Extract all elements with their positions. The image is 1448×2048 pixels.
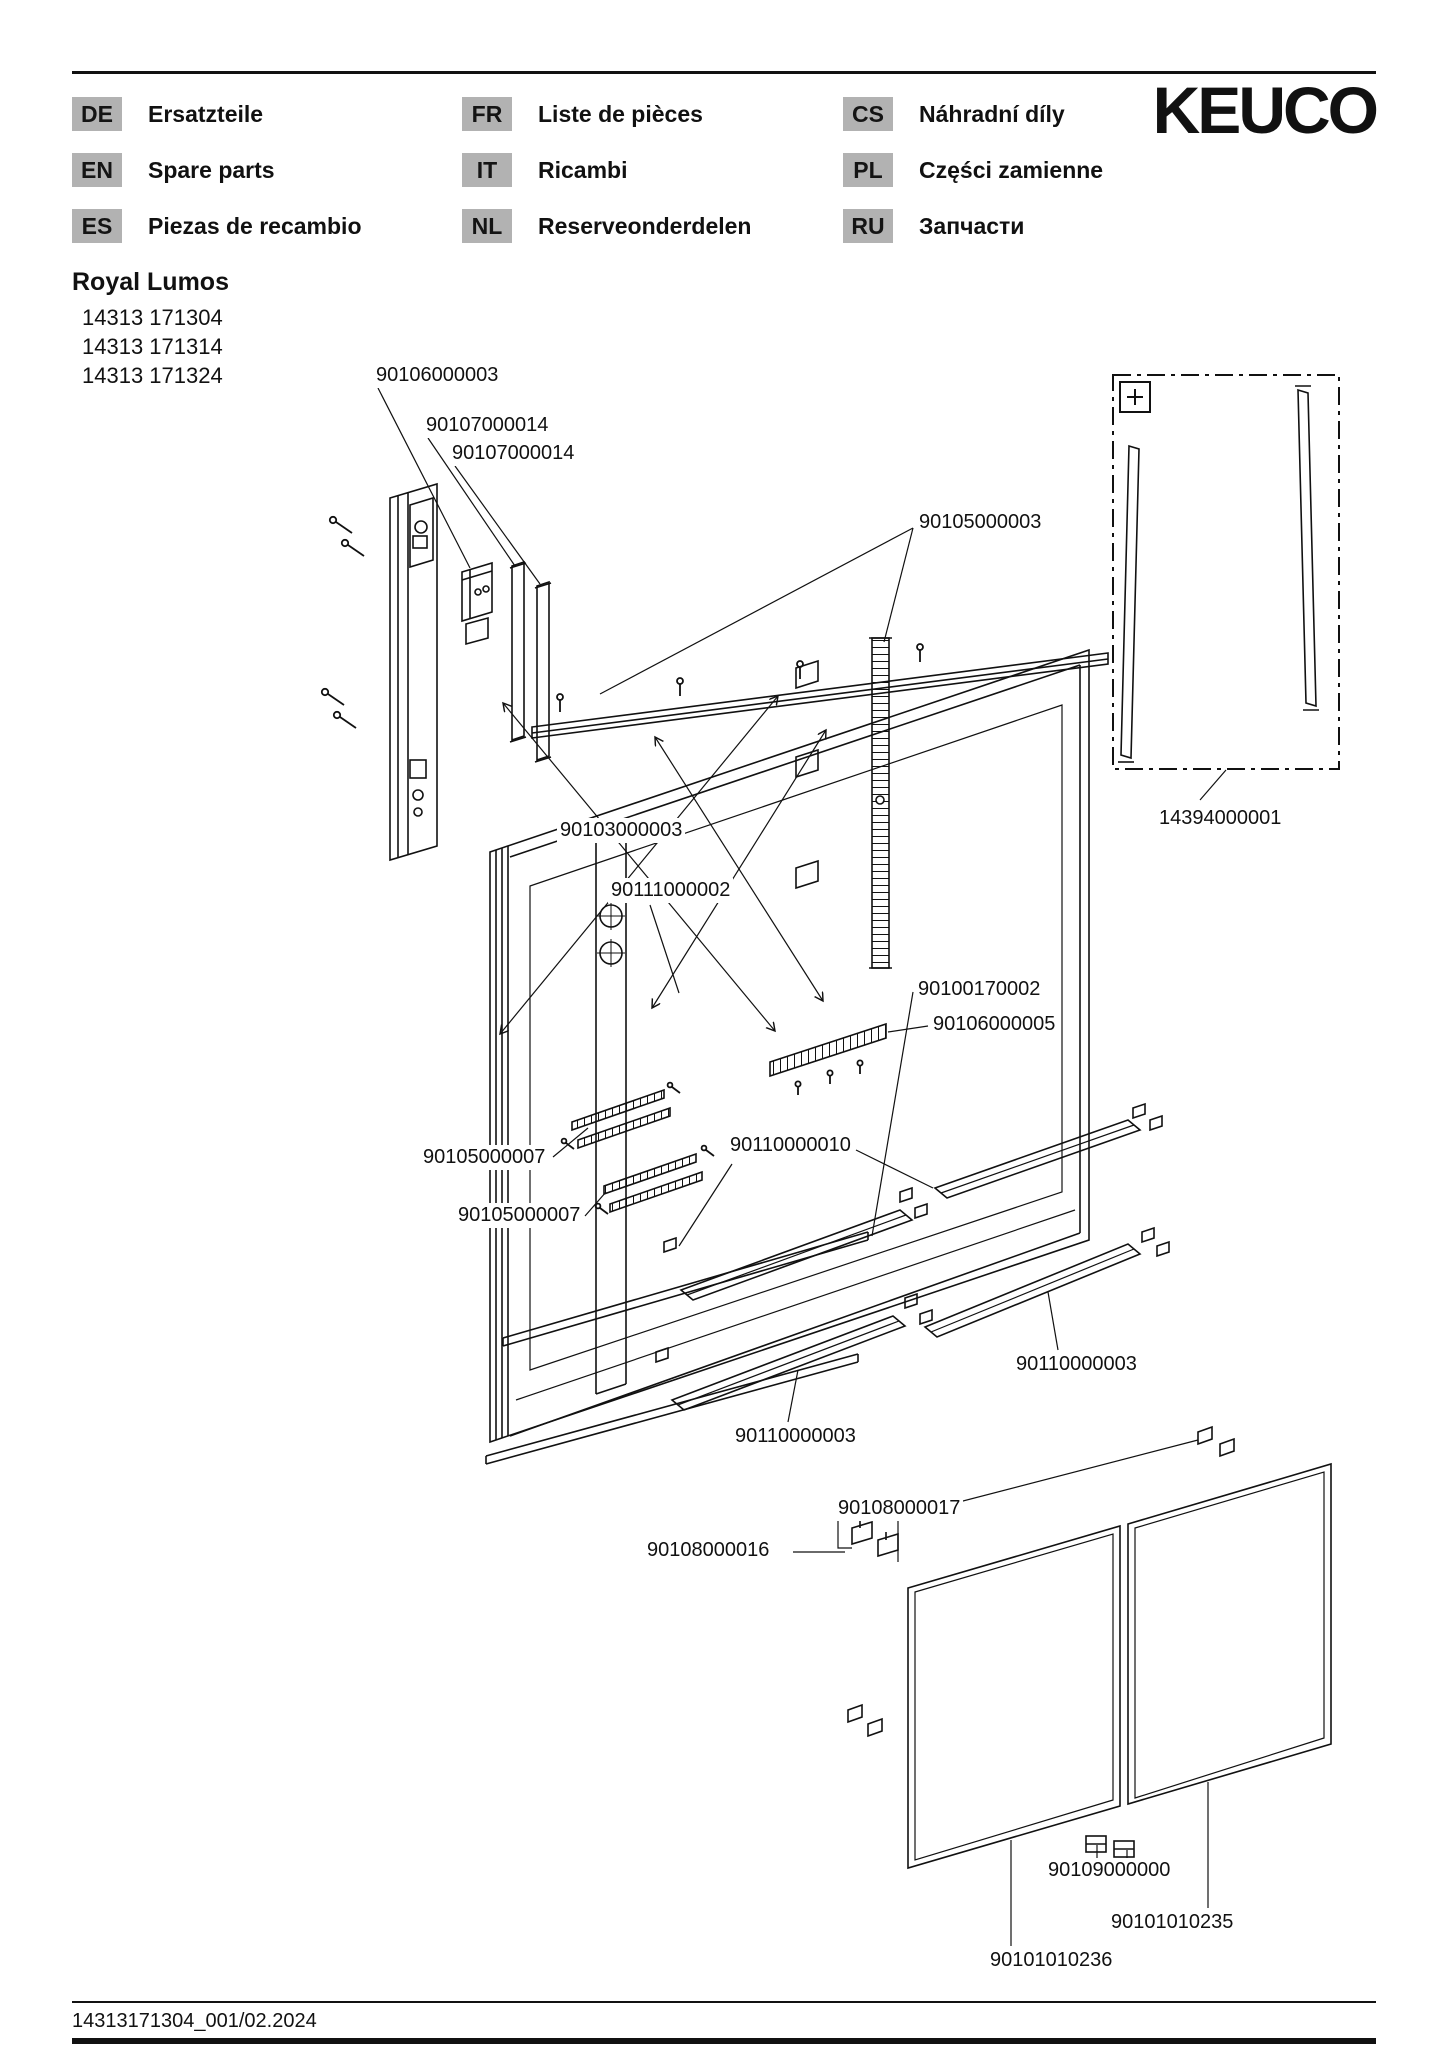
model-number: 14313 171304 — [82, 305, 223, 330]
lang-label-pl: Części zamienne — [919, 157, 1104, 183]
model-number: 14313 171324 — [82, 363, 223, 388]
lang-badge-it: IT — [462, 153, 512, 187]
part-label-90100170002: 90100170002 — [915, 977, 1044, 1002]
wall-profile-drawing — [389, 482, 438, 862]
switch-part-drawing — [461, 561, 493, 646]
lang-badge-cs: CS — [843, 97, 893, 131]
screw-icons — [320, 515, 924, 1215]
lang-badge-en: EN — [72, 153, 122, 187]
lang-badge-nl: NL — [462, 209, 512, 243]
part-label-90105000007-2: 90105000007 — [455, 1203, 584, 1228]
part-label-90105000003: 90105000003 — [916, 510, 1045, 535]
part-label-90108000017: 90108000017 — [835, 1496, 964, 1521]
diagonal-guides — [500, 696, 826, 1034]
part-label-90110000010: 90110000010 — [727, 1133, 854, 1158]
lang-label-fr: Liste de pièces — [538, 101, 703, 127]
document-number: 14313171304_001/02.2024 — [72, 2010, 317, 2032]
part-label-90101010235: 90101010235 — [1108, 1910, 1237, 1935]
part-label-90105000007-1: 90105000007 — [420, 1145, 549, 1170]
lang-label-it: Ricambi — [538, 157, 628, 183]
lang-badge-es: ES — [72, 209, 122, 243]
lang-label-es: Piezas de recambio — [148, 213, 362, 239]
accessory-kit-box — [1112, 374, 1340, 770]
lang-label-ru: Запчасти — [919, 213, 1025, 239]
keuco-logo: KEUCO — [1152, 73, 1379, 147]
product-name: Royal Lumos — [72, 268, 229, 296]
lang-label-cs: Náhradní díly — [919, 101, 1065, 127]
leader-lines — [377, 387, 1227, 1946]
shelf-rails-drawing — [571, 1088, 703, 1214]
part-label-14394000001: 14394000001 — [1156, 806, 1285, 831]
part-label-90111000002: 90111000002 — [608, 878, 734, 903]
bottom-led-strip-drawing — [769, 1022, 887, 1078]
footer-thick-rule — [72, 2038, 1376, 2044]
glass-shelves-drawing — [655, 1102, 1170, 1411]
part-label-90106000005: 90106000005 — [930, 1012, 1059, 1037]
mirror-doors-drawing — [847, 1425, 1332, 1870]
top-rail-drawing — [531, 652, 1109, 739]
part-label-90101010236: 90101010236 — [987, 1948, 1116, 1973]
part-label-90109000000: 90109000000 — [1045, 1858, 1174, 1883]
hinge-parts-drawing — [851, 1520, 899, 1558]
footer-thin-rule — [72, 2001, 1376, 2003]
plus-box-icon — [1119, 381, 1151, 413]
lang-badge-de: DE — [72, 97, 122, 131]
part-label-90110000003-2: 90110000003 — [732, 1424, 859, 1449]
top-rule — [72, 71, 1376, 74]
part-label-90107000014-1: 90107000014 — [423, 413, 552, 438]
side-led-strip-drawing — [869, 637, 892, 969]
door-brackets-drawing — [1085, 1835, 1135, 1858]
lang-badge-ru: RU — [843, 209, 893, 243]
lang-label-nl: Reserveonderdelen — [538, 213, 752, 239]
lang-label-en: Spare parts — [148, 157, 275, 183]
part-label-90106000003: 90106000003 — [373, 363, 502, 388]
part-label-90108000016: 90108000016 — [644, 1538, 773, 1563]
model-number: 14313 171314 — [82, 334, 223, 359]
lang-badge-pl: PL — [843, 153, 893, 187]
part-label-90110000003-1: 90110000003 — [1013, 1352, 1140, 1377]
lang-badge-fr: FR — [462, 97, 512, 131]
part-label-90107000014-2: 90107000014 — [449, 441, 578, 466]
part-label-90103000003: 90103000003 — [557, 818, 686, 843]
lang-label-de: Ersatzteile — [148, 101, 264, 127]
